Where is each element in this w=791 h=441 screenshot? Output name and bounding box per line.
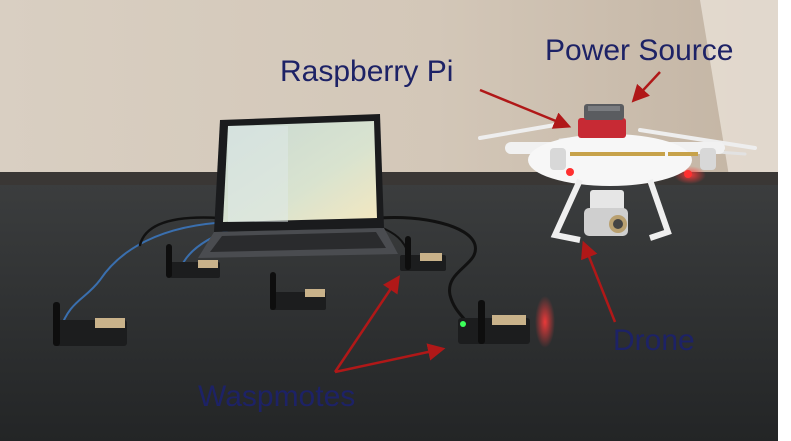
arrow-raspberry-pi	[479, 88, 572, 129]
right-margin	[778, 0, 791, 441]
waspmote-5	[458, 300, 530, 344]
annotation-arrows	[333, 71, 661, 374]
arrow-power-source	[631, 71, 661, 103]
label-waspmotes: Waspmotes	[198, 380, 356, 413]
label-raspberry-pi: Raspberry Pi	[280, 55, 454, 88]
laptop	[198, 114, 398, 258]
label-drone: Drone	[613, 324, 695, 357]
drone	[478, 104, 757, 348]
waspmote-2	[166, 244, 220, 278]
arrow-waspmote-left	[333, 275, 400, 373]
wall-corner	[700, 0, 791, 190]
arrow-drone	[581, 240, 617, 323]
waspmote-3	[270, 272, 326, 310]
waspmote-1	[53, 302, 127, 346]
label-power-source: Power Source	[545, 34, 734, 67]
waspmote-4	[400, 236, 446, 271]
floor	[0, 185, 791, 441]
arrow-waspmote-right	[334, 343, 446, 374]
